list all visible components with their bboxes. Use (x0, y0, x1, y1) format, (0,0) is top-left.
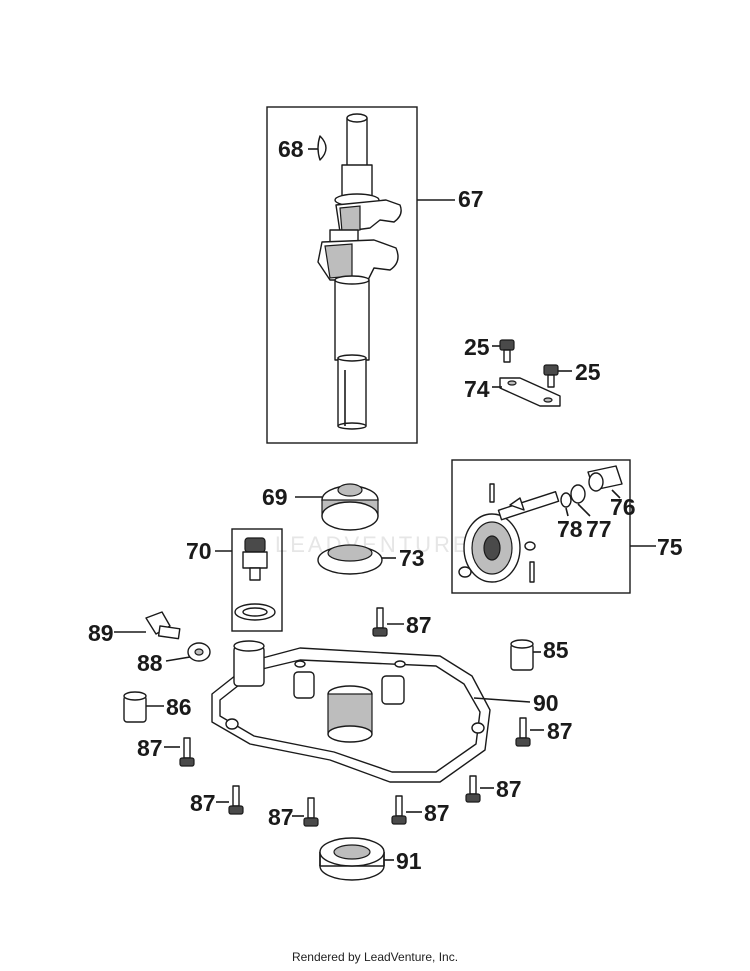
callout-25-right[interactable]: 25 (575, 359, 601, 385)
callout-77[interactable]: 77 (586, 516, 612, 542)
sensor-frame (231, 528, 283, 632)
callout-74[interactable]: 74 (464, 376, 490, 402)
callout-69[interactable]: 69 (262, 484, 288, 510)
callout-86[interactable]: 86 (166, 694, 192, 720)
callout-88[interactable]: 88 (137, 650, 163, 676)
dowel-86[interactable] (123, 691, 147, 723)
callout-25-left[interactable]: 25 (464, 334, 490, 360)
bolt-89[interactable] (145, 611, 181, 640)
oil-sensor-70[interactable] (234, 537, 276, 621)
bolt-87-left[interactable] (179, 737, 195, 767)
callout-87-bottom-a[interactable]: 87 (190, 790, 216, 816)
callout-75[interactable]: 75 (657, 534, 683, 560)
callout-67[interactable]: 67 (458, 186, 484, 212)
callout-87-left[interactable]: 87 (137, 735, 163, 761)
callout-89[interactable]: 89 (88, 620, 114, 646)
footer-credit: Rendered by LeadVenture, Inc. (291, 950, 459, 964)
callout-73[interactable]: 73 (399, 545, 425, 571)
woodruff-key-68[interactable] (317, 135, 327, 161)
governor-assembly-frame (451, 459, 631, 594)
callout-85[interactable]: 85 (543, 637, 569, 663)
oil-seal-91[interactable] (319, 837, 385, 881)
callout-87-bottom-right[interactable]: 87 (496, 776, 522, 802)
bolt-87-top[interactable] (372, 607, 388, 637)
callout-87-bottom-b[interactable]: 87 (268, 804, 294, 830)
crankshaft-drawing[interactable] (317, 113, 402, 430)
callout-87-bottom-c[interactable]: 87 (424, 800, 450, 826)
callout-70[interactable]: 70 (186, 538, 212, 564)
callout-87-top[interactable]: 87 (406, 612, 432, 638)
bolt-87-bottom-a[interactable] (228, 785, 244, 815)
bolt-87-right[interactable] (515, 717, 531, 747)
bracket-74[interactable] (499, 377, 561, 407)
callout-90[interactable]: 90 (533, 690, 559, 716)
seal-73[interactable] (317, 544, 383, 575)
washer-88[interactable] (187, 642, 211, 662)
governor-gear-drawing[interactable] (458, 483, 560, 583)
callout-91[interactable]: 91 (396, 848, 422, 874)
callout-68[interactable]: 68 (278, 136, 304, 162)
callout-78[interactable]: 78 (557, 516, 583, 542)
cam-gear-69[interactable] (321, 483, 379, 531)
crankshaft-assembly-frame (266, 106, 418, 444)
crankcase-cover-90[interactable] (211, 640, 491, 783)
bolt-25-right[interactable] (543, 364, 559, 388)
callout-76[interactable]: 76 (610, 494, 636, 520)
sleeve-76[interactable] (587, 465, 623, 492)
callout-87-right[interactable]: 87 (547, 718, 573, 744)
washer-77[interactable] (570, 484, 586, 504)
bolt-87-bottom-b[interactable] (303, 797, 319, 827)
bolt-87-bottom-c[interactable] (391, 795, 407, 825)
dowel-85[interactable] (510, 639, 534, 671)
bolt-87-bottom-right[interactable] (465, 775, 481, 803)
washer-78[interactable] (560, 492, 572, 508)
bolt-25-left[interactable] (499, 339, 515, 363)
